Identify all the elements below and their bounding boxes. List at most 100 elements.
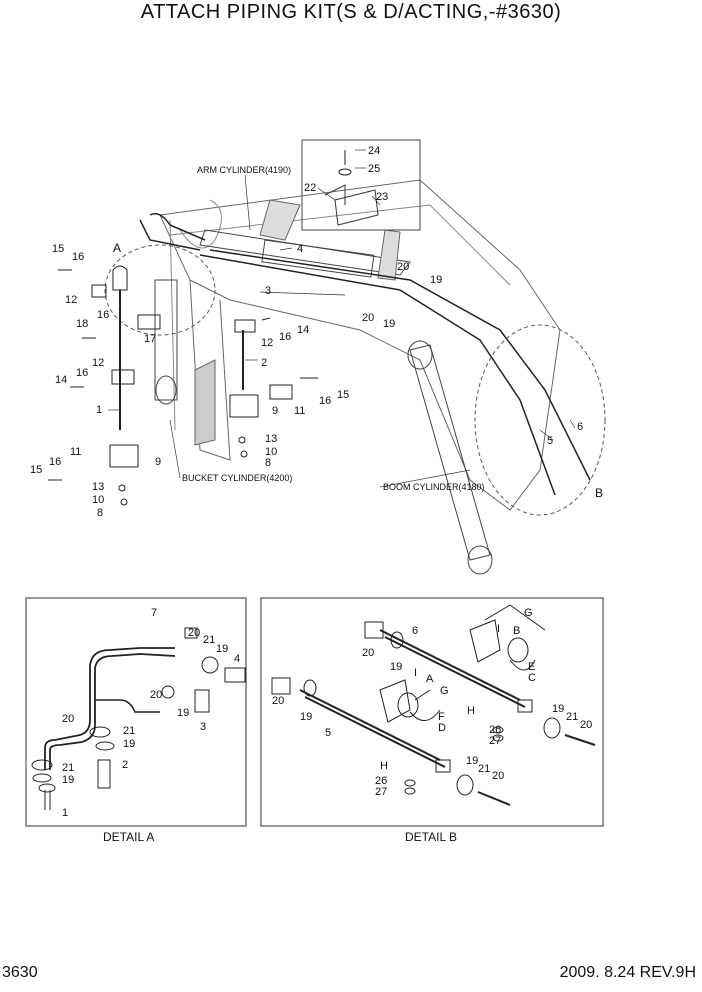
db-label-27a: 27 [489,735,501,747]
page-number: 3630 [2,964,38,981]
label-14a: 14 [55,374,67,386]
detail-a-caption: DETAIL A [103,830,154,844]
db-label-6: 6 [412,625,418,637]
label-19b: 19 [383,318,395,330]
label-15b: 15 [337,389,349,401]
da-label-21c: 21 [62,762,74,774]
db-label-5: 5 [325,727,331,739]
da-label-19d: 19 [62,774,74,786]
label-22: 22 [304,182,316,194]
label-20b: 20 [362,312,374,324]
db-label-27b: 27 [375,786,387,798]
page-title: ATTACH PIPING KIT(S & D/ACTING,-#3630) [140,1,562,23]
da-label-7: 7 [151,607,157,619]
detail-a-drawing [31,627,246,810]
db-label-i2: I [414,667,417,679]
da-label-19b: 19 [177,707,189,719]
da-label-19a: 19 [216,643,228,655]
db-label-26b: 26 [375,775,387,787]
bucket-cylinder [154,279,216,446]
db-label-b: B [513,625,520,637]
da-label-21b: 21 [123,725,135,737]
detail-a-labels: 7 20 21 19 4 20 19 3 20 21 19 2 21 19 1 [62,607,240,819]
label-19a: 19 [430,274,442,286]
main-labels: 24 25 22 23 4 20 19 3 20 19 15 16 12 18 … [30,145,603,519]
db-label-f: F [438,711,445,723]
db-label-20d: 20 [492,770,504,782]
detail-b-labels: G I B 20 6 E C 19 20 19 I A G 5 F D H 26… [272,607,592,798]
boom-structure [159,179,561,511]
label-11a: 11 [294,405,305,417]
db-label-g2: G [440,685,449,697]
bucket-cylinder-caption: BUCKET CYLINDER(4200) [182,473,292,483]
db-label-26a: 26 [489,724,501,736]
detail-b-caption: DETAIL B [405,830,457,844]
db-label-e: E [528,661,535,673]
label-20a: 20 [397,261,409,273]
db-label-c: C [528,672,536,684]
db-label-20c: 20 [580,719,592,731]
label-15c: 15 [30,464,42,476]
db-label-19a: 19 [390,661,402,673]
db-label-a: A [426,673,434,685]
db-label-21b: 21 [478,763,490,775]
letter-a: A [113,241,121,255]
label-12a: 12 [65,294,77,306]
detail-b-circle [474,324,606,516]
label-16c: 16 [76,367,88,379]
db-label-19c: 19 [552,703,564,715]
label-9a: 9 [272,405,278,417]
revision-date: 2009. 8.24 REV.9H [559,964,696,981]
leader-lines [108,149,576,488]
captions: ARM CYLINDER(4190) BUCKET CYLINDER(4200)… [182,165,485,492]
label-16d: 16 [279,331,291,343]
arm-cylinder-caption: ARM CYLINDER(4190) [197,165,291,175]
letter-b: B [595,486,603,500]
db-label-21a: 21 [566,711,578,723]
label-3: 3 [265,285,271,297]
db-label-h1: H [467,705,475,717]
label-9b: 9 [155,456,161,468]
da-label-21a: 21 [203,634,215,646]
label-16a: 16 [72,251,84,263]
label-10b: 10 [92,494,104,506]
detail-a-box [25,597,247,827]
label-11b: 11 [70,446,81,458]
arm-cylinder [199,199,411,281]
da-label-20a: 20 [188,627,200,639]
da-label-20b: 20 [150,689,162,701]
boom-cylinder [407,340,493,575]
label-8b: 8 [97,507,103,519]
label-12c: 12 [261,337,273,349]
db-label-d: D [438,722,446,734]
da-label-1: 1 [62,807,68,819]
label-23: 23 [376,191,388,203]
label-12b: 12 [92,357,104,369]
detail-a-circle [104,244,216,336]
clamp-inset-box [301,139,421,231]
pipe-assembly-1 [91,265,161,506]
db-label-i1: I [497,623,500,635]
label-16b: 16 [97,309,109,321]
da-label-19c: 19 [123,738,135,750]
label-13b: 13 [92,481,104,493]
label-15a: 15 [52,243,64,255]
hose-lines [139,213,591,496]
pipe-assembly-2 [229,319,293,458]
label-8a: 8 [265,457,271,469]
db-label-19d: 19 [466,755,478,767]
label-4: 4 [297,243,303,255]
bolts [48,269,318,481]
label-17: 17 [144,333,156,345]
label-16f: 16 [49,456,61,468]
label-2: 2 [261,357,267,369]
db-label-g1: G [524,607,533,619]
label-10a: 10 [265,446,277,458]
da-label-4: 4 [234,653,240,665]
db-label-20b: 20 [272,695,284,707]
da-label-2: 2 [122,759,128,771]
da-label-20c: 20 [62,713,74,725]
label-25: 25 [368,163,380,175]
db-label-h2: H [380,760,388,772]
